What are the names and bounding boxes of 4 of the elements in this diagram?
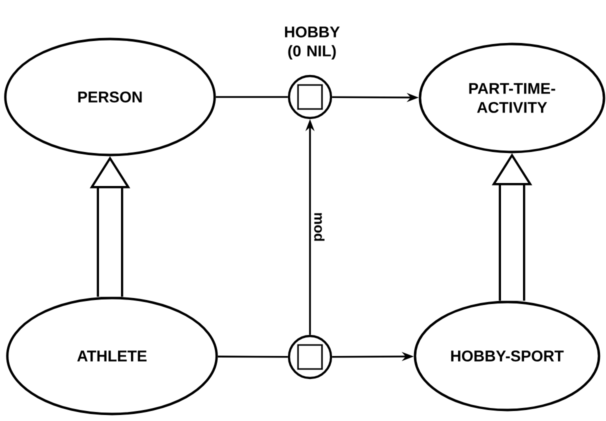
edge-label: mod <box>314 213 324 241</box>
role-circle <box>288 334 332 380</box>
role-label: HOBBY (0 NIL) <box>285 26 340 60</box>
role-circle <box>288 74 332 120</box>
